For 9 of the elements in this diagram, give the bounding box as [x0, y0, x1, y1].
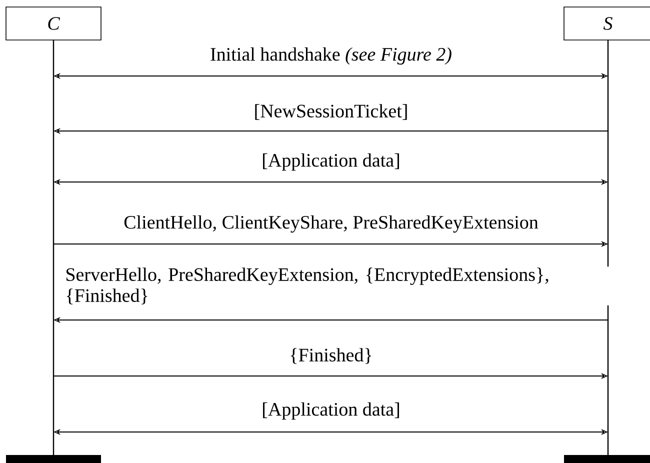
- message-label: [Application data]: [263, 153, 399, 171]
- message-label: [Application data]: [263, 402, 399, 420]
- message-label: ClientHello, ClientKeyShare, PreSharedKeyExtension: [124, 215, 538, 233]
- message-label: ServerHello, PreSharedKeyExtension, {EncryptedExtensions}, {Finished}: [66, 268, 548, 304]
- message-label: Initial handshake (see Figure 2): [210, 47, 452, 65]
- participant-box: S: [564, 6, 650, 40]
- participant-box: C: [6, 6, 102, 40]
- message-label: {Finished}: [290, 348, 372, 364]
- message-label: [NewSessionTicket]: [255, 104, 407, 120]
